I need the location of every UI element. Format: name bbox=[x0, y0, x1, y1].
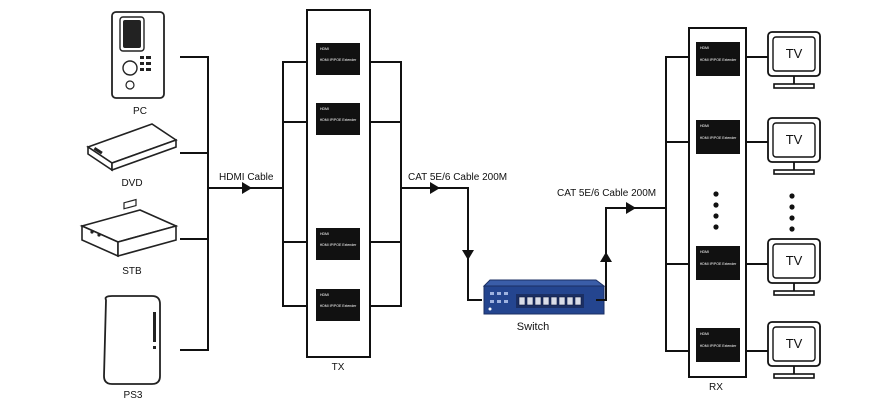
source-label-pc: PC bbox=[133, 106, 147, 117]
hdmi-logo: HDMI bbox=[700, 332, 709, 336]
extender-unit-text: HDMI IP/POE Extender bbox=[320, 243, 357, 247]
tx-unit-4: HDMI HDMI IP/POE Extender bbox=[316, 289, 360, 321]
tv-label: TV bbox=[786, 132, 803, 147]
rx-ellipsis bbox=[713, 191, 719, 230]
extender-unit-text: HDMI IP/POE Extender bbox=[700, 136, 737, 140]
switch-label: Switch bbox=[517, 321, 549, 333]
extender-unit-body bbox=[316, 289, 360, 321]
switch-to-rx-lines bbox=[596, 56, 689, 352]
switch-port bbox=[518, 296, 526, 306]
switch-port bbox=[542, 296, 550, 306]
hdmi-logo: HDMI bbox=[700, 46, 709, 50]
rx-to-tv-lines bbox=[746, 56, 768, 352]
extender-unit-text: HDMI IP/POE Extender bbox=[320, 304, 357, 308]
switch-led bbox=[488, 307, 492, 311]
extender-unit-text: HDMI IP/POE Extender bbox=[700, 58, 737, 62]
hdmi-logo: HDMI bbox=[320, 107, 329, 111]
extender-unit-body bbox=[316, 43, 360, 75]
switch-led bbox=[504, 292, 508, 295]
switch-led bbox=[490, 300, 494, 303]
hdmi-logo: HDMI bbox=[320, 232, 329, 236]
hdmi-cable-lines bbox=[180, 56, 307, 351]
switch-port bbox=[558, 296, 566, 306]
tv-icon: TV bbox=[767, 31, 821, 89]
rx-unit-1: HDMI HDMI IP/POE Extender bbox=[696, 42, 740, 76]
rx-unit-2: HDMI HDMI IP/POE Extender bbox=[696, 120, 740, 154]
extender-unit-text: HDMI IP/POE Extender bbox=[700, 262, 737, 266]
hdmi-logo: HDMI bbox=[320, 47, 329, 51]
cat-cable-label-rx: CAT 5E/6 Cable 200M bbox=[557, 188, 656, 199]
set-top-box-icon bbox=[79, 198, 179, 258]
pc-tower-icon bbox=[111, 11, 165, 99]
tx-label: TX bbox=[332, 362, 345, 373]
extender-unit-body bbox=[316, 228, 360, 260]
tx-unit-1: HDMI HDMI IP/POE Extender bbox=[316, 43, 360, 75]
tx-to-switch-lines bbox=[370, 61, 482, 307]
dvd-player-icon bbox=[86, 123, 178, 172]
tv-displays: TV TV TV TV bbox=[767, 31, 821, 379]
tv-label: TV bbox=[786, 46, 803, 61]
tv-icon: TV bbox=[767, 117, 821, 175]
switch-port bbox=[534, 296, 542, 306]
switch-led bbox=[497, 292, 501, 295]
source-label-stb: STB bbox=[122, 266, 142, 277]
rx-unit-4: HDMI HDMI IP/POE Extender bbox=[696, 328, 740, 362]
tv-icon: TV bbox=[767, 321, 821, 379]
switch-ports bbox=[488, 292, 582, 311]
extender-unit-text: HDMI IP/POE Extender bbox=[320, 58, 357, 62]
switch-port bbox=[566, 296, 574, 306]
source-label-ps3: PS3 bbox=[124, 390, 143, 401]
cat-cable-label-tx: CAT 5E/6 Cable 200M bbox=[408, 172, 507, 183]
switch-port bbox=[526, 296, 534, 306]
tv-icon: TV bbox=[767, 238, 821, 296]
tv-ellipsis bbox=[789, 193, 795, 232]
rx-label: RX bbox=[709, 382, 723, 393]
switch-led bbox=[490, 292, 494, 295]
tv-label: TV bbox=[786, 336, 803, 351]
rx-unit-3: HDMI HDMI IP/POE Extender bbox=[696, 246, 740, 280]
hdmi-logo: HDMI bbox=[700, 124, 709, 128]
hdmi-logo: HDMI bbox=[320, 293, 329, 297]
switch-port bbox=[550, 296, 558, 306]
extender-unit-body bbox=[696, 246, 740, 280]
tx-unit-3: HDMI HDMI IP/POE Extender bbox=[316, 228, 360, 260]
switch-led bbox=[504, 300, 508, 303]
switch-led bbox=[497, 300, 501, 303]
rx-rack bbox=[688, 27, 747, 378]
hdmi-cable-label: HDMI Cable bbox=[219, 172, 274, 183]
game-console-icon bbox=[103, 295, 161, 385]
extender-unit-text: HDMI IP/POE Extender bbox=[700, 344, 737, 348]
switch-port bbox=[574, 296, 582, 306]
tx-unit-2: HDMI HDMI IP/POE Extender bbox=[316, 103, 360, 135]
source-label-dvd: DVD bbox=[121, 178, 142, 189]
extender-unit-text: HDMI IP/POE Extender bbox=[320, 118, 357, 122]
extender-unit-body bbox=[316, 103, 360, 135]
extender-unit-body bbox=[696, 328, 740, 362]
extender-unit-body bbox=[696, 42, 740, 76]
extender-unit-body bbox=[696, 120, 740, 154]
tv-label: TV bbox=[786, 253, 803, 268]
hdmi-logo: HDMI bbox=[700, 250, 709, 254]
